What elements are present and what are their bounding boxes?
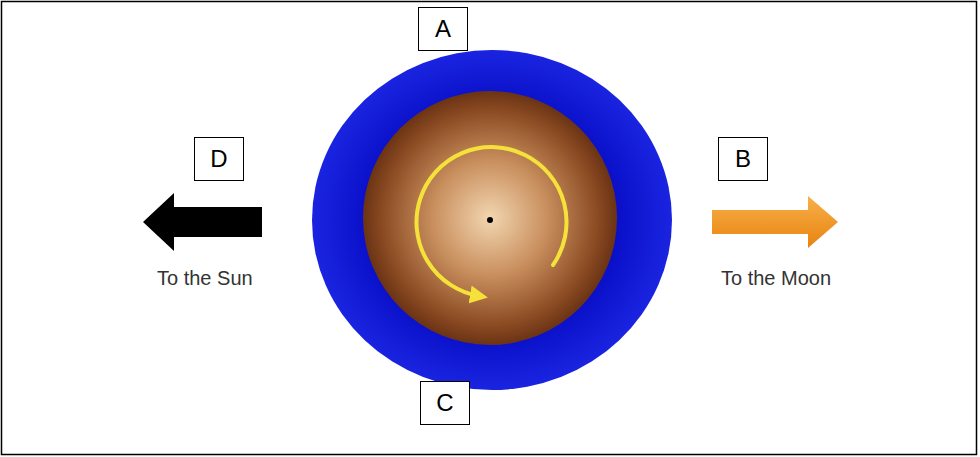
direction-label: To the Moon: [721, 267, 831, 289]
label-box: B: [718, 137, 768, 181]
label-box: C: [420, 381, 470, 425]
position-letter: A: [435, 17, 451, 41]
earth-axis-dot: [487, 217, 493, 223]
earth: [363, 91, 617, 345]
moon-direction-arrow: [712, 196, 838, 248]
water-bulge: [312, 50, 672, 390]
label-box: D: [194, 137, 244, 181]
position-letter: C: [436, 391, 453, 415]
sun-direction-arrow: [143, 193, 262, 251]
position-letter: B: [735, 147, 751, 171]
direction-label: To the Sun: [157, 267, 253, 289]
rotation-arrow: [417, 147, 567, 296]
label-box: A: [418, 7, 468, 51]
position-letter: D: [210, 147, 227, 171]
